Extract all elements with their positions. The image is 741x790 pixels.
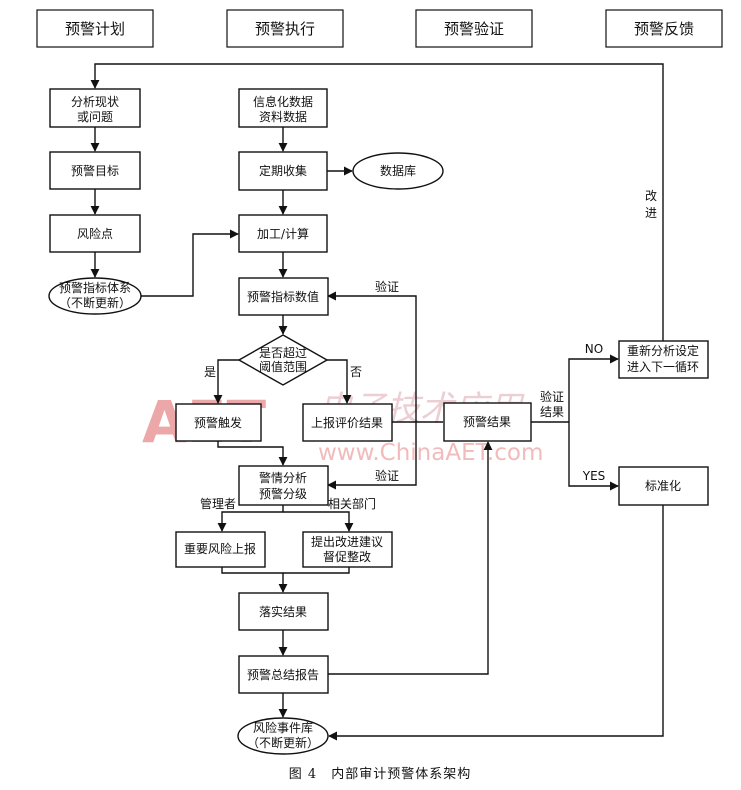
analysis-line1: 警情分析 xyxy=(259,470,307,485)
manager-label: 管理者 xyxy=(200,496,236,511)
related-dept-label: 相关部门 xyxy=(328,496,376,511)
risk-point-label: 风险点 xyxy=(77,226,113,241)
verify-top-label: 验证 xyxy=(375,279,399,294)
decision-line1: 是否超过 xyxy=(259,345,307,360)
branch-no-label: NO xyxy=(585,342,603,356)
improve-char1: 改 xyxy=(645,189,657,203)
threshold-decision xyxy=(237,334,329,386)
standardize-label: 标准化 xyxy=(645,479,681,493)
suggest-line1: 提出改进建议 xyxy=(311,534,383,549)
header-feedback: 预警反馈 xyxy=(634,20,694,38)
verify-result-line2: 结果 xyxy=(540,405,564,419)
decision-yes: 是 xyxy=(204,365,216,379)
database-label: 数据库 xyxy=(380,163,416,178)
header-verify: 预警验证 xyxy=(444,20,504,38)
reanalyze-line2: 进入下一循环 xyxy=(627,360,699,374)
index-system-line1: 预警指标体系 xyxy=(59,280,131,295)
process-label: 加工/计算 xyxy=(257,226,309,241)
risk-db-node xyxy=(237,717,329,755)
major-risk-node xyxy=(175,531,266,568)
header-execute: 预警执行 xyxy=(255,20,315,38)
info-data-node xyxy=(238,88,328,128)
index-value-label: 预警指标数值 xyxy=(247,289,319,304)
result-label: 预警结果 xyxy=(463,414,511,429)
decision-no: 否 xyxy=(350,365,362,379)
suggest-node xyxy=(302,531,393,568)
risk-db-line2: （不断更新） xyxy=(247,735,319,750)
result-node xyxy=(443,402,532,442)
report-eval-node xyxy=(302,403,393,442)
risk-db-line1: 风险事件库 xyxy=(253,720,313,735)
risk-point-node xyxy=(49,214,141,253)
target-label: 预警目标 xyxy=(71,163,119,178)
branch-yes-label: YES xyxy=(582,469,606,483)
database-node xyxy=(352,152,444,190)
header-plan-box xyxy=(36,9,154,48)
decision-line2: 阈值范围 xyxy=(259,359,307,374)
collect-label: 定期收集 xyxy=(259,163,307,178)
verify-mid-label: 验证 xyxy=(375,468,399,483)
index-value-node xyxy=(238,277,329,316)
implement-label: 落实结果 xyxy=(259,604,307,619)
info-line1: 信息化数据 xyxy=(253,94,313,109)
analysis-line2: 预警分级 xyxy=(259,486,307,501)
trigger-node xyxy=(175,403,262,442)
summary-label: 预警总结报告 xyxy=(247,667,319,682)
header-verify-box xyxy=(415,9,533,48)
target-node xyxy=(49,151,141,190)
header-plan: 预警计划 xyxy=(65,20,125,38)
process-node xyxy=(238,214,328,253)
index-system-line2: （不断更新） xyxy=(59,295,131,310)
info-line2: 资料数据 xyxy=(259,109,307,124)
major-risk-label: 重要风险上报 xyxy=(184,541,256,556)
header-feedback-box xyxy=(605,9,723,48)
trigger-label: 预警触发 xyxy=(194,415,242,430)
header-execute-box xyxy=(226,9,344,48)
analysis-node xyxy=(238,465,329,506)
improve-char2: 进 xyxy=(645,206,657,220)
summary-node xyxy=(238,655,329,694)
reanalyze-node xyxy=(618,340,709,379)
standardize-node xyxy=(618,466,709,506)
analyze-node xyxy=(49,88,141,128)
report-eval-label: 上报评价结果 xyxy=(311,415,383,430)
reanalyze-line1: 重新分析设定 xyxy=(627,343,699,358)
implement-node xyxy=(238,592,329,631)
analyze-line2: 或问题 xyxy=(77,110,113,124)
watermark-site: www.ChinaAET.com xyxy=(318,440,543,466)
suggest-line2: 督促整改 xyxy=(323,549,371,564)
verify-result-line1: 验证 xyxy=(540,389,564,404)
collect-node xyxy=(238,151,328,191)
index-system-node xyxy=(48,277,142,315)
analyze-line1: 分析现状 xyxy=(71,95,119,109)
figure-caption: 图 4 内部审计预警体系架构 xyxy=(289,766,471,782)
connectors xyxy=(90,63,664,741)
